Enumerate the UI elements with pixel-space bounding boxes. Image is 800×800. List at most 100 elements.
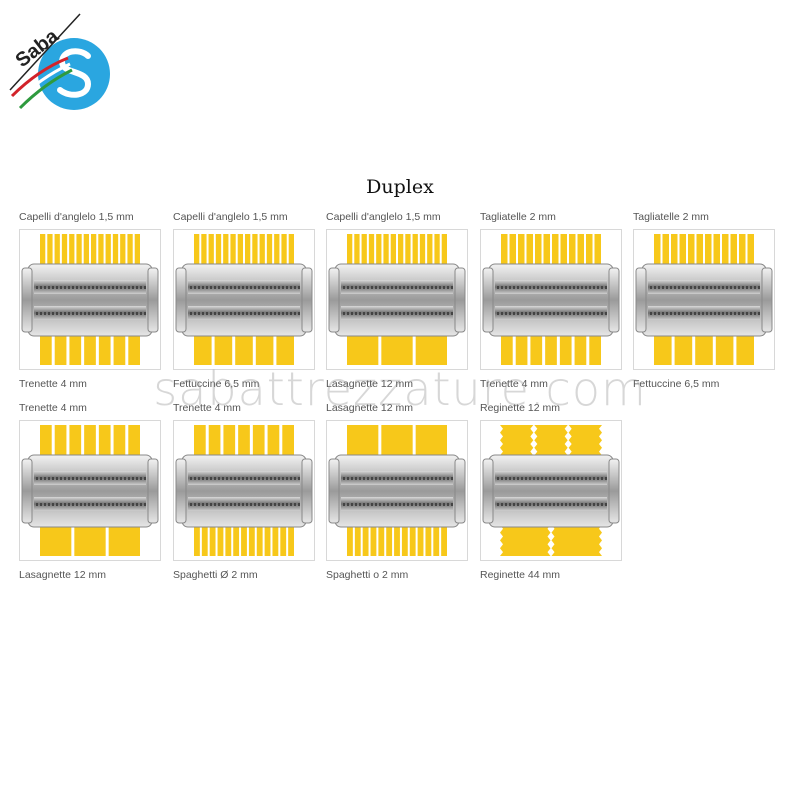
roller-groove [52, 477, 54, 480]
roller-groove [593, 286, 595, 289]
roller-groove [505, 312, 507, 315]
roller-groove [355, 503, 357, 506]
roller-groove [561, 477, 563, 480]
roller-groove [597, 477, 599, 480]
cutter-image [175, 234, 313, 365]
pasta-strip [739, 234, 746, 272]
roller-groove [391, 286, 393, 289]
roller-groove [136, 477, 138, 480]
roller-groove [561, 286, 563, 289]
roller-groove [128, 286, 130, 289]
roller-groove [561, 503, 563, 506]
roller-groove [549, 312, 551, 315]
roller-groove [230, 286, 232, 289]
pasta-strip [433, 517, 440, 556]
roller-groove [68, 503, 70, 506]
pasta-strip [730, 234, 737, 272]
roller-groove [52, 312, 54, 315]
pasta-strip [252, 234, 258, 272]
roller-groove [76, 286, 78, 289]
roller-groove [80, 503, 82, 506]
roller-groove [124, 286, 126, 289]
pasta-strip [501, 326, 513, 365]
roller-groove [48, 312, 50, 315]
pasta-strip [256, 517, 263, 556]
roller-groove [545, 503, 547, 506]
cutter-frame [175, 267, 187, 333]
pasta-strip [534, 425, 568, 463]
roller-groove [605, 286, 607, 289]
roller-groove [427, 477, 429, 480]
roller-groove [76, 312, 78, 315]
roller-groove [230, 477, 232, 480]
roller-groove [246, 312, 248, 315]
roller-groove [545, 477, 547, 480]
cutter-frame [635, 267, 647, 333]
pasta-strip [233, 517, 240, 556]
roller-groove [734, 286, 736, 289]
roller-groove [686, 286, 688, 289]
pasta-strip [515, 326, 528, 365]
roller-groove [214, 477, 216, 480]
roller-groove [553, 286, 555, 289]
roller-groove [509, 477, 511, 480]
roller-groove [274, 286, 276, 289]
roller-groove [525, 312, 527, 315]
cutter-image [175, 425, 313, 556]
roller-groove [654, 286, 656, 289]
roller-groove [525, 503, 527, 506]
roller-groove [278, 477, 280, 480]
roller-groove [601, 477, 603, 480]
roller-groove [497, 477, 499, 480]
cutter-card [633, 229, 775, 370]
roller-groove [443, 312, 445, 315]
roller-groove [116, 312, 118, 315]
roller-groove [505, 477, 507, 480]
roller-groove [128, 312, 130, 315]
roller-groove [116, 286, 118, 289]
cutter-frame [175, 458, 187, 524]
pasta-strip [69, 234, 75, 272]
pasta-strip [225, 517, 232, 556]
roller-groove [198, 503, 200, 506]
roller-groove [198, 477, 200, 480]
roller-groove [64, 312, 66, 315]
roller-groove [254, 503, 256, 506]
roller-groove [517, 503, 519, 506]
roller-groove [210, 503, 212, 506]
roller-groove [52, 286, 54, 289]
cutter-frame [488, 454, 614, 528]
pasta-strip [245, 234, 251, 272]
cutter-top-label: Capelli d'anglelo 1,5 mm [19, 211, 134, 223]
roller-groove [497, 286, 499, 289]
cutter-frame [334, 454, 460, 528]
roller-groove [395, 477, 397, 480]
cutter-image [482, 425, 620, 556]
pasta-strip [208, 425, 221, 463]
roller-groove [375, 503, 377, 506]
roller-groove [359, 312, 361, 315]
pasta-strip [560, 234, 567, 272]
roller-groove [678, 286, 680, 289]
roller-groove [367, 312, 369, 315]
roller-groove [585, 503, 587, 506]
pasta-strip [264, 517, 271, 556]
roller-groove [577, 477, 579, 480]
roller-groove [505, 503, 507, 506]
pasta-strip [696, 234, 703, 272]
roller-groove [451, 503, 453, 506]
roller-groove [270, 312, 272, 315]
cutter-image [635, 234, 773, 365]
roller-groove [104, 477, 106, 480]
roller-groove [726, 286, 728, 289]
cutter-card [480, 420, 622, 561]
roller-groove [120, 286, 122, 289]
roller-groove [718, 312, 720, 315]
roller-groove [391, 503, 393, 506]
pasta-strip [281, 234, 287, 272]
roller-groove [238, 477, 240, 480]
roller-groove [206, 503, 208, 506]
cutter-frame [27, 454, 153, 528]
pasta-strip [223, 234, 229, 272]
pasta-strip [347, 234, 353, 272]
